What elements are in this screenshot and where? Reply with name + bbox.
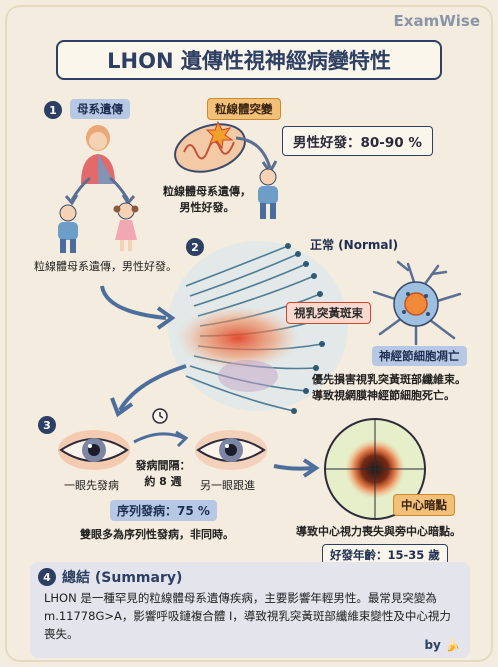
brand-logo: ExamWise <box>393 12 480 30</box>
section2-description: 優先損害視乳突黃斑部纖維束。 導致視網膜神經節細胞死亡。 <box>312 373 466 402</box>
to-scotoma-arrow <box>273 458 320 478</box>
male-figure-icon <box>258 168 278 219</box>
papillomacular-bundle-tag: 視乳突黃斑束 <box>286 302 371 324</box>
summary-heading: 總結 (Summary) <box>62 570 183 586</box>
sequential-caption: 雙眼多為序列性發病，非同時。 <box>80 528 234 541</box>
summary-panel: 4 總結 (Summary) LHON 是一種罕見的粒線體母系遺傳疾病，主要影響… <box>30 562 470 658</box>
first-eye-icon <box>58 430 130 470</box>
ganglion-apoptosis-tag: 神經節細胞凋亡 <box>372 346 467 366</box>
summary-body: LHON 是一種罕見的粒線體母系遺傳疾病，主要影響年輕男性。最常見突變為 m.1… <box>44 591 451 641</box>
scotoma-caption: 導致中心視力喪失與旁中心暗點。 <box>296 525 461 538</box>
second-eye-label: 另一眼跟進 <box>200 479 255 492</box>
mother-figure-icon <box>81 125 115 184</box>
clock-icon <box>152 408 168 424</box>
section-2-number: 2 <box>186 238 204 256</box>
daughter-figure-icon <box>113 202 139 251</box>
page-title: LHON 遺傳性視神經病變特性 <box>56 40 442 80</box>
central-scotoma-tag: 中心暗點 <box>393 494 455 516</box>
family-caption: 粒線體母系遺傳，男性好發。 <box>34 260 177 273</box>
mitochondrion-icon <box>174 120 246 173</box>
mito-mutation-tag: 粒線體突變 <box>207 98 281 120</box>
mito-caption: 粒線體母系遺傳， 男性好發。 <box>163 185 251 214</box>
section-4-number: 4 <box>38 568 56 586</box>
section-3-number: 3 <box>38 416 56 434</box>
progression-arrow <box>133 430 189 448</box>
section-1-number: 1 <box>44 101 62 119</box>
flow-arrows <box>100 285 187 418</box>
ganglion-cell-icon <box>372 260 462 346</box>
visual-field-scotoma <box>324 418 426 520</box>
son-figure-icon <box>58 204 78 253</box>
first-eye-label: 一眼先發病 <box>64 479 119 492</box>
onset-interval: 發病間隔： 約 8 週 <box>135 459 191 488</box>
second-eye-icon <box>195 430 267 470</box>
male-prevalence-box: 男性好發：80-90 % <box>282 126 433 156</box>
maternal-inheritance-tag: 母系遺傳 <box>70 99 130 119</box>
signature: by 🍌 <box>424 638 460 652</box>
sequential-onset-tag: 序列發病：75 % <box>110 500 217 521</box>
normal-label: 正常 (Normal) <box>310 238 399 252</box>
